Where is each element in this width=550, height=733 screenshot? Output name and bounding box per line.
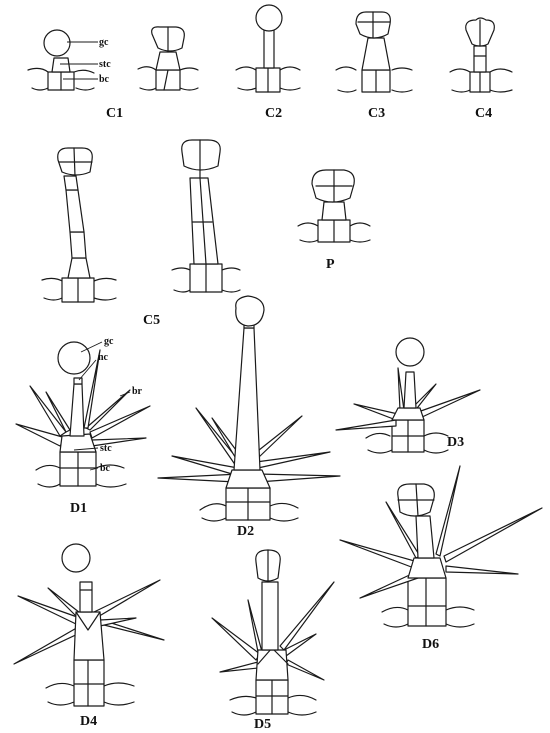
c1-stc-label: stc xyxy=(99,59,111,70)
panel-label-d1: D1 xyxy=(70,501,87,516)
d1-stc-label: stc xyxy=(100,443,112,454)
trichome-c4 xyxy=(449,17,513,93)
panel-label-d2: D2 xyxy=(237,524,254,539)
trichome-d3 xyxy=(335,337,481,454)
trichome-c1 xyxy=(27,29,98,91)
trichome-d5 xyxy=(211,549,335,716)
trichome-d6 xyxy=(339,465,543,628)
panel-label-d4: D4 xyxy=(80,714,97,729)
panel-label-c5: C5 xyxy=(143,313,160,328)
panel-label-d6: D6 xyxy=(422,637,439,652)
d1-gc-label: gc xyxy=(104,336,114,347)
panel-label-d3: D3 xyxy=(447,435,464,450)
panel-label-c2: C2 xyxy=(265,106,282,121)
trichome-c5a xyxy=(41,147,117,303)
trichome-c5b xyxy=(171,139,241,293)
panel-label-c3: C3 xyxy=(368,106,385,121)
c1-bc-label: bc xyxy=(99,74,110,85)
trichome-d2 xyxy=(157,295,341,522)
trichome-c2 xyxy=(235,4,301,93)
c1-gc-label: gc xyxy=(99,37,109,48)
trichome-c3 xyxy=(335,11,413,93)
panel-label-c1: C1 xyxy=(106,106,123,121)
panel-label-p: P xyxy=(326,257,335,272)
d1-bc-label: bc xyxy=(100,463,111,474)
trichome-d4 xyxy=(13,543,165,707)
trichome-c1b xyxy=(137,26,199,91)
trichome-p xyxy=(297,169,371,243)
d1-nc-label: nc xyxy=(98,352,109,363)
d1-br-label: br xyxy=(132,386,143,397)
panel-label-d5: D5 xyxy=(254,717,271,732)
panel-label-c4: C4 xyxy=(475,106,492,121)
trichome-d1 xyxy=(15,341,151,488)
